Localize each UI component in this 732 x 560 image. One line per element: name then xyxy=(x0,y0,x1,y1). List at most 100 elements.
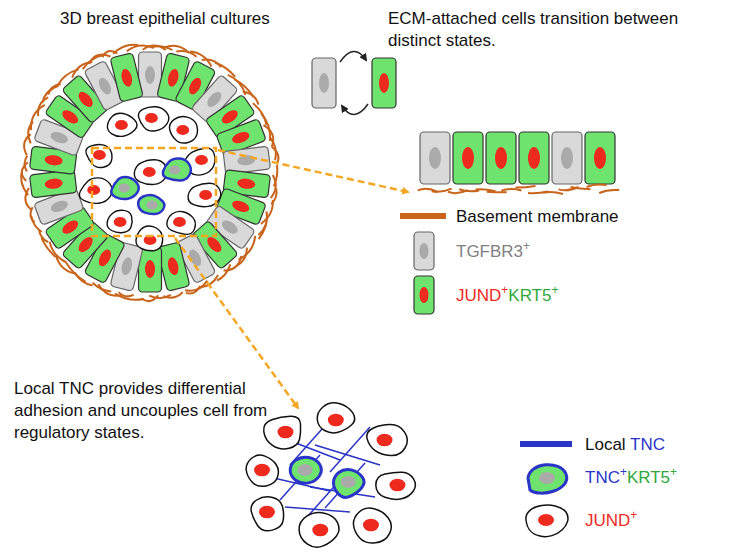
fiber xyxy=(487,191,507,194)
text-part: Local xyxy=(585,435,626,454)
nucleus xyxy=(60,218,80,236)
fiber xyxy=(215,63,235,77)
text-part: JUND xyxy=(456,286,501,305)
nucleus xyxy=(259,506,275,519)
text-part: + xyxy=(670,465,677,479)
nucleus xyxy=(462,147,474,169)
nucleus xyxy=(594,147,606,169)
nucleus xyxy=(389,479,405,492)
legend-text: TGFBR3+ xyxy=(456,241,530,263)
cell-body xyxy=(79,178,112,204)
cell-body xyxy=(264,416,301,449)
legend-icon xyxy=(414,276,434,314)
legend-icon xyxy=(526,505,568,537)
nucleus xyxy=(120,68,134,88)
nucleus xyxy=(312,524,328,537)
legend-icon xyxy=(414,232,434,270)
cell-body xyxy=(169,117,197,144)
cell-cluster xyxy=(246,403,415,548)
nucleus xyxy=(173,217,186,227)
fiber xyxy=(259,225,266,239)
cell-body xyxy=(420,132,450,184)
cell-body xyxy=(167,211,195,234)
label-text: Local TNC provides differential adhesion… xyxy=(14,378,304,444)
cell-body xyxy=(251,497,284,531)
attached-cells xyxy=(29,52,270,292)
tnc-fiber xyxy=(315,445,380,465)
nucleus xyxy=(377,434,393,447)
zoom-box xyxy=(92,148,216,236)
nucleus xyxy=(205,89,224,109)
nucleus xyxy=(220,108,240,126)
cell-body xyxy=(519,132,549,184)
cell-body xyxy=(163,159,191,181)
cell-body xyxy=(317,403,355,433)
text-part: + xyxy=(620,465,627,479)
label-text: ECM-attached cells transition between di… xyxy=(388,8,723,52)
nucleus xyxy=(145,260,155,278)
fiber xyxy=(274,165,278,187)
tnc-fiber xyxy=(285,507,350,512)
nucleus xyxy=(176,125,189,135)
nucleus xyxy=(114,217,127,227)
fiber xyxy=(272,147,279,164)
nucleus xyxy=(363,519,379,532)
cell-body xyxy=(111,177,138,199)
fiber xyxy=(48,84,61,95)
text-part: + xyxy=(501,283,508,297)
fiber xyxy=(141,295,158,301)
legend-text: Basement membrane xyxy=(456,206,619,228)
nucleus xyxy=(297,464,312,476)
nucleus xyxy=(186,76,203,97)
text-part: + xyxy=(523,239,530,253)
nucleus xyxy=(528,147,540,169)
legend-text: JUND+ xyxy=(585,510,637,532)
nucleus xyxy=(145,66,155,84)
switch-arrow xyxy=(342,104,368,115)
nucleus xyxy=(538,514,554,526)
cell-body xyxy=(299,513,339,548)
nucleus xyxy=(495,147,507,169)
nucleus xyxy=(143,167,156,177)
nucleus xyxy=(49,130,69,146)
cell-body xyxy=(376,472,416,499)
nucleus xyxy=(199,190,212,200)
fiber xyxy=(25,156,28,172)
nucleus xyxy=(420,243,429,259)
fiber xyxy=(516,186,536,188)
nucleus xyxy=(60,108,80,126)
text-part: TGFBR3 xyxy=(456,242,523,261)
nucleus xyxy=(87,185,100,195)
nucleus xyxy=(49,199,69,215)
nucleus xyxy=(96,76,113,97)
cell-body xyxy=(333,469,364,497)
nucleus xyxy=(231,130,251,146)
nucleus xyxy=(166,68,180,88)
fiber xyxy=(599,190,619,193)
nucleus xyxy=(76,235,95,255)
switch-arrow xyxy=(340,51,366,62)
legend-text: TNC+KRT5+ xyxy=(585,467,677,489)
green-cell xyxy=(372,58,396,108)
label-text: 3D breast epithelial cultures xyxy=(60,8,270,30)
nucleus xyxy=(120,256,134,276)
nucleus xyxy=(379,73,389,93)
cell-body xyxy=(138,107,168,131)
basement-membrane xyxy=(418,184,619,194)
cell-body xyxy=(138,195,164,214)
cell-body xyxy=(552,132,582,184)
nucleus xyxy=(118,184,129,193)
nucleus xyxy=(93,150,106,160)
text-part: KRT5 xyxy=(627,468,670,487)
legend-swatch xyxy=(520,441,572,447)
text-part: JUND xyxy=(585,511,630,530)
fiber xyxy=(476,189,496,191)
nucleus xyxy=(205,235,224,255)
text-part: TNC xyxy=(585,468,620,487)
text-part: KRT5 xyxy=(508,286,551,305)
nucleus xyxy=(254,464,270,477)
fiber xyxy=(186,286,200,294)
nucleus xyxy=(146,201,157,210)
nucleus xyxy=(115,120,128,130)
